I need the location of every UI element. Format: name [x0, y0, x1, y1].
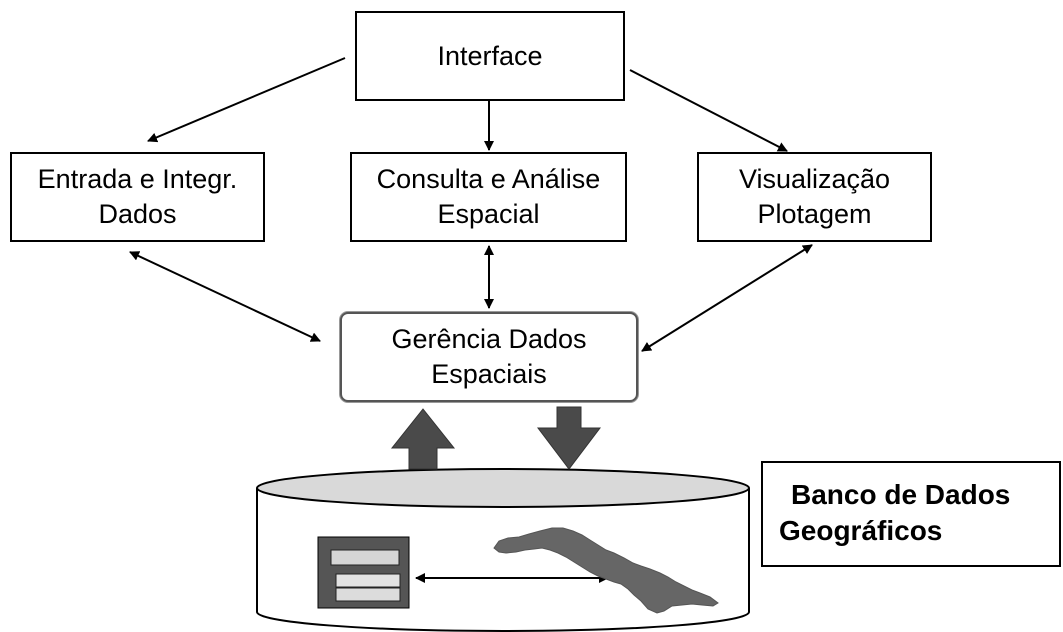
node-entrada-integracao-dados: Entrada e Integr. Dados — [10, 152, 265, 242]
block-arrow-up — [390, 408, 456, 470]
node-consulta-analise-espacial: Consulta e Análise Espacial — [350, 152, 627, 242]
database-label-line1: Banco de Dados — [791, 479, 1011, 510]
node-gerencia-dados-espaciais: Gerência Dados Espaciais — [340, 312, 638, 402]
arrow-interface-to-entrada — [147, 57, 346, 143]
database-label-line2: Geográficos — [779, 515, 943, 546]
arrow-visualizacao-gerencia — [641, 244, 813, 352]
table-icon — [317, 536, 410, 609]
block-arrow-down — [536, 406, 602, 470]
node-visualizacao-plotagem: Visualização Plotagem — [697, 152, 932, 242]
node-interface: Interface — [355, 11, 625, 101]
map-shape — [493, 527, 719, 614]
database-label: Banco de Dados Geográficos — [761, 461, 1061, 567]
arrow-interface-to-visualizacao — [629, 69, 788, 152]
arrow-entrada-gerencia — [129, 251, 321, 342]
